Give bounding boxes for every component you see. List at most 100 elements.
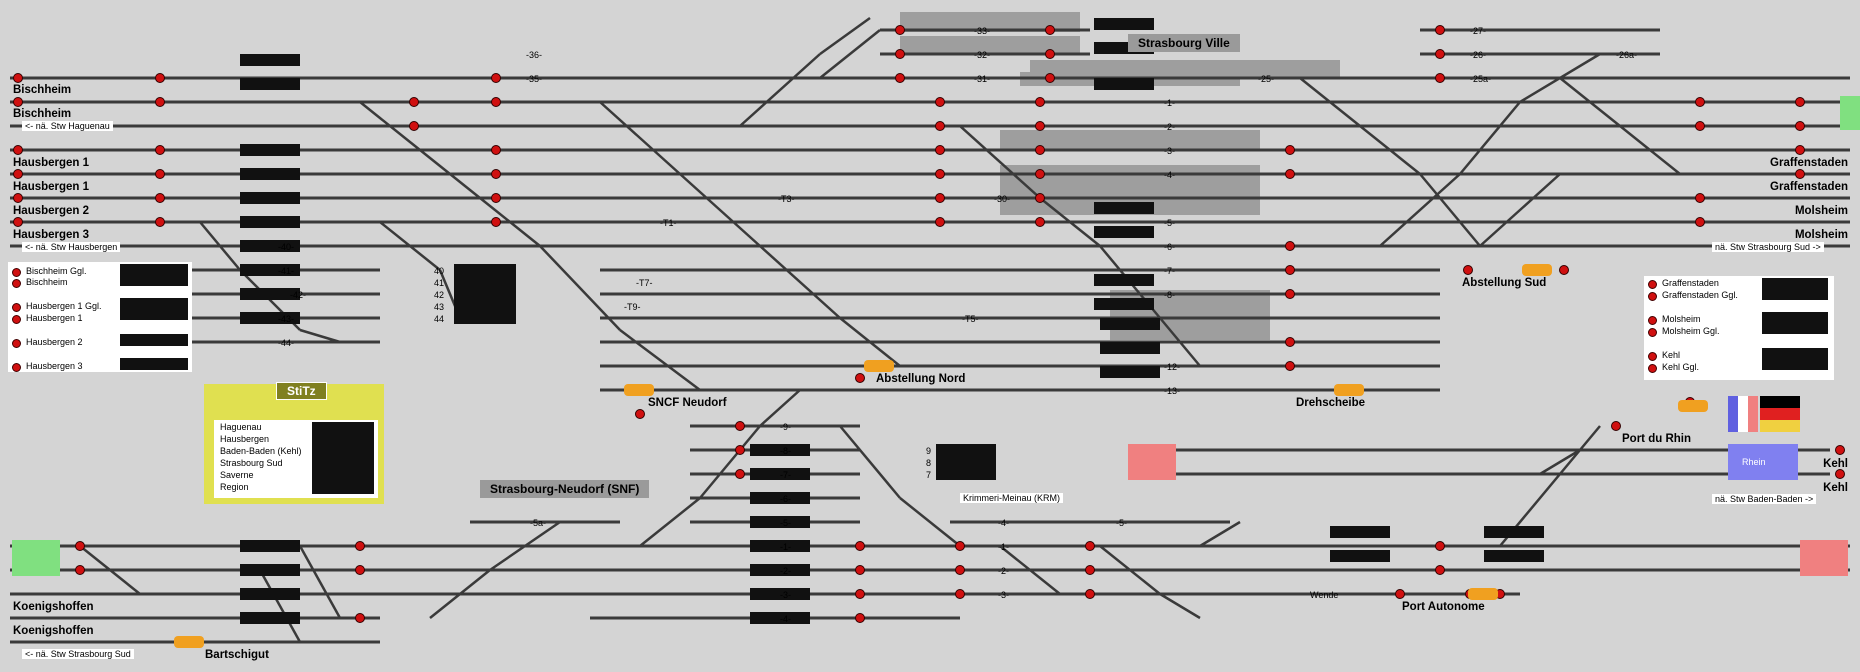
signal-icon[interactable] [1795,145,1805,155]
place-koenigshoffen-2: Koenigshoffen [13,625,94,637]
neudorf-track-9: -9- [780,422,791,432]
signal-icon[interactable] [1695,97,1705,107]
signal-icon[interactable] [75,541,85,551]
signal-icon[interactable] [13,169,23,179]
signal-icon[interactable] [1435,73,1445,83]
signal-icon[interactable] [895,73,905,83]
signal-icon[interactable] [1835,445,1845,455]
signal-icon[interactable] [855,541,865,551]
signal-icon[interactable] [1035,169,1045,179]
signal-icon[interactable] [935,97,945,107]
signal-icon[interactable] [1695,121,1705,131]
signal-icon[interactable] [1435,541,1445,551]
signal-icon[interactable] [1035,97,1045,107]
signal-icon[interactable] [1695,217,1705,227]
orange-marker-icon [1334,384,1364,396]
signal-icon[interactable] [155,97,165,107]
signal-icon[interactable] [955,541,965,551]
signal-icon[interactable] [355,541,365,551]
signal-icon[interactable] [1035,193,1045,203]
signal-icon[interactable] [955,589,965,599]
signal-icon[interactable] [955,565,965,575]
signal-icon[interactable] [13,217,23,227]
signal-icon[interactable] [1285,145,1295,155]
signal-icon[interactable] [1463,265,1473,275]
signal-icon[interactable] [1045,25,1055,35]
signal-icon[interactable] [1085,541,1095,551]
track-segment [899,497,961,547]
signal-icon[interactable] [355,613,365,623]
signal-icon[interactable] [155,73,165,83]
signal-icon[interactable] [1795,169,1805,179]
signal-icon[interactable] [855,613,865,623]
signal-icon[interactable] [409,97,419,107]
signal-icon[interactable] [895,25,905,35]
signal-icon[interactable] [935,169,945,179]
station-graffenstaden-1: Graffenstaden [1770,157,1848,169]
signal-icon[interactable] [409,121,419,131]
signal-icon[interactable] [491,193,501,203]
signal-icon[interactable] [1035,217,1045,227]
signal-icon[interactable] [735,445,745,455]
signal-icon[interactable] [1085,589,1095,599]
signal-icon[interactable] [1285,169,1295,179]
stitz-row: Haguenau [220,422,262,432]
signal-icon[interactable] [1435,25,1445,35]
signal-icon[interactable] [1395,589,1405,599]
signal-icon[interactable] [355,565,365,575]
signal-icon[interactable] [1435,565,1445,575]
signal-icon[interactable] [735,469,745,479]
signal-icon[interactable] [1285,337,1295,347]
stitz-row: Saverne [220,470,254,480]
signal-icon[interactable] [935,217,945,227]
signal-icon[interactable] [855,589,865,599]
signal-icon[interactable] [855,373,865,383]
signal-icon[interactable] [13,73,23,83]
signal-icon[interactable] [735,421,745,431]
signal-icon[interactable] [155,217,165,227]
signal-icon[interactable] [855,565,865,575]
signal-icon[interactable] [1085,565,1095,575]
signal-icon[interactable] [491,73,501,83]
side-number-44: 44 [434,314,445,324]
signal-icon[interactable] [155,145,165,155]
track-44: -44- [278,338,295,348]
signal-icon[interactable] [491,217,501,227]
track-segment [839,317,901,367]
signal-icon[interactable] [13,193,23,203]
signal-icon[interactable] [1045,49,1055,59]
track-display-block [240,288,300,300]
signal-icon[interactable] [155,169,165,179]
side-number-8: 8 [926,458,932,468]
signal-icon[interactable] [1035,121,1045,131]
stitz-list: Haguenau Hausbergen Baden-Baden (Kehl) S… [214,420,378,498]
signal-icon[interactable] [1835,469,1845,479]
signal-icon[interactable] [935,193,945,203]
track-segment [619,329,701,391]
signal-icon[interactable] [1695,193,1705,203]
signal-icon[interactable] [635,409,645,419]
signal-icon[interactable] [1285,241,1295,251]
signal-icon[interactable] [1559,265,1569,275]
neudorf-track-8: -8- [780,446,791,456]
signal-icon[interactable] [155,193,165,203]
signals[interactable] [13,18,1845,648]
signal-icon[interactable] [491,169,501,179]
signal-icon[interactable] [13,97,23,107]
signal-icon[interactable] [75,565,85,575]
signal-icon[interactable] [1285,265,1295,275]
signal-icon[interactable] [491,145,501,155]
signal-icon[interactable] [895,49,905,59]
signal-icon[interactable] [1045,73,1055,83]
signal-icon[interactable] [935,121,945,131]
signal-icon[interactable] [935,145,945,155]
signal-icon[interactable] [1035,145,1045,155]
signal-icon[interactable] [491,97,501,107]
signal-icon[interactable] [1795,97,1805,107]
signal-icon[interactable] [13,145,23,155]
signal-icon[interactable] [1611,421,1621,431]
signal-icon[interactable] [1435,49,1445,59]
signal-icon[interactable] [1795,121,1805,131]
signal-icon[interactable] [1285,289,1295,299]
signal-icon[interactable] [1285,361,1295,371]
